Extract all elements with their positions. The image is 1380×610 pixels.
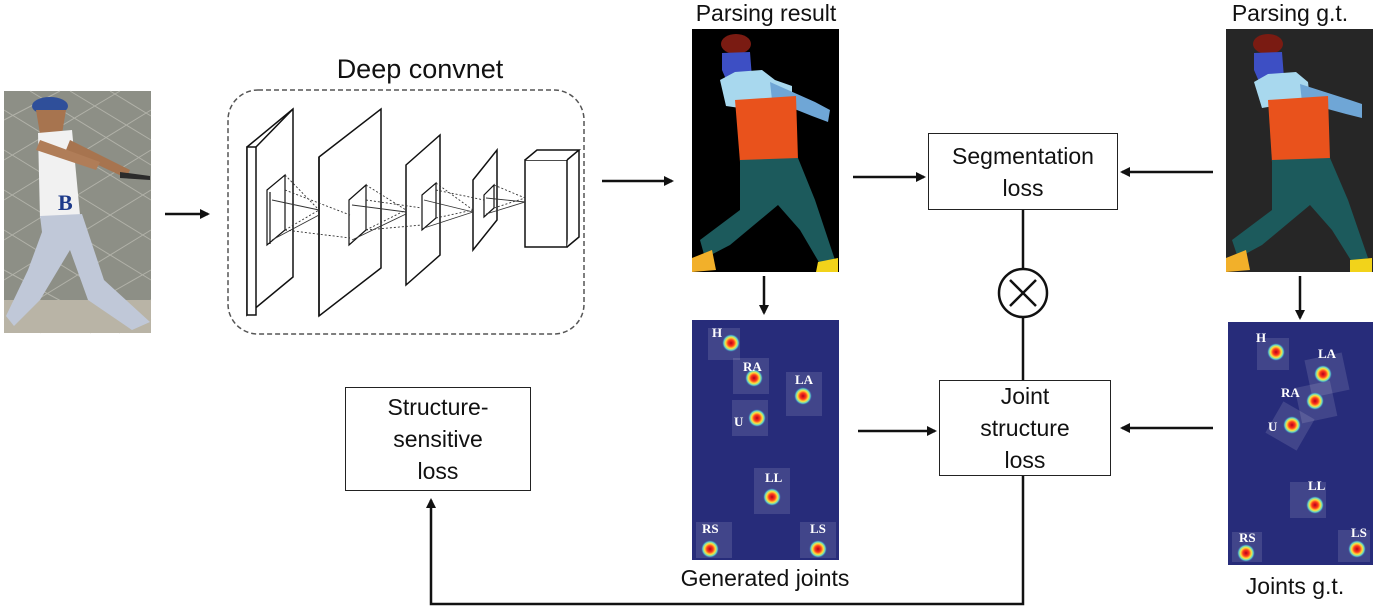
joint-dot [794,387,812,405]
label-parsing-gt: Parsing g.t. [1231,0,1349,26]
arrow-jointloss-to-structureloss [426,476,1025,606]
label-parsing-result: Parsing result [695,0,837,26]
joint-label-LL: LL [1308,478,1326,493]
joint-dot [1306,392,1324,410]
joint-label-RS: RS [702,521,719,536]
joint-label-H: H [712,325,722,340]
joint-dot [1283,416,1301,434]
parsing-gt-image [1226,29,1373,272]
joint-dot [748,409,766,427]
joint-label-RA: RA [743,359,762,374]
joint-label-LS: LS [1351,525,1367,540]
joint-dot [1314,365,1332,383]
multiply-icon [1009,279,1037,307]
joints-gt-heatmap: H LA RA U LL RS LS [1228,322,1373,565]
generated-joints-heatmap: H RA LA U LL RS LS [692,320,839,560]
joint-structure-loss-box: Joint structure loss [939,380,1111,476]
structure-sensitive-loss-line-1: Structure- [387,394,489,420]
label-deep-convnet: Deep convnet [336,54,504,84]
deep-convnet [227,89,585,335]
segmentation-loss-line-1: Segmentation [952,142,1094,169]
label-joints-gt: Joints g.t. [1245,573,1345,599]
segmentation-loss-box: Segmentation loss [928,133,1118,210]
joint-label-RA: RA [1281,385,1300,400]
joint-dot [722,334,740,352]
joint-structure-loss-line-1: Joint [1000,383,1050,409]
structure-sensitive-loss-line-2: sensitive [393,426,483,452]
joint-structure-loss-line-3: loss [1004,447,1046,473]
joint-label-LS: LS [810,521,826,536]
parsing-result-image [692,29,839,272]
joint-label-LA: LA [795,372,814,387]
structure-sensitive-loss-line-3: loss [417,458,459,484]
joint-dot [701,540,719,558]
input-photo: B [3,90,152,334]
joint-label-LL: LL [765,470,783,485]
svg-text:B: B [58,190,73,215]
label-generated-joints: Generated joints [680,565,850,591]
joint-label-LA: LA [1318,346,1337,361]
joint-dot [809,540,827,558]
joint-dot [745,369,763,387]
joint-label-U: U [1268,419,1278,434]
structure-sensitive-loss-box: Structure- sensitive loss [345,387,531,491]
joint-label-U: U [734,414,744,429]
joint-structure-loss-line-2: structure [980,415,1070,441]
joint-dot [763,488,781,506]
joint-label-H: H [1256,330,1266,345]
joint-dot [1237,544,1255,562]
joint-dot [1267,343,1285,361]
segmentation-loss-line-2: loss [1002,174,1044,201]
joint-dot [1306,496,1324,514]
joint-label-RS: RS [1239,530,1256,545]
joint-dot [1348,540,1366,558]
